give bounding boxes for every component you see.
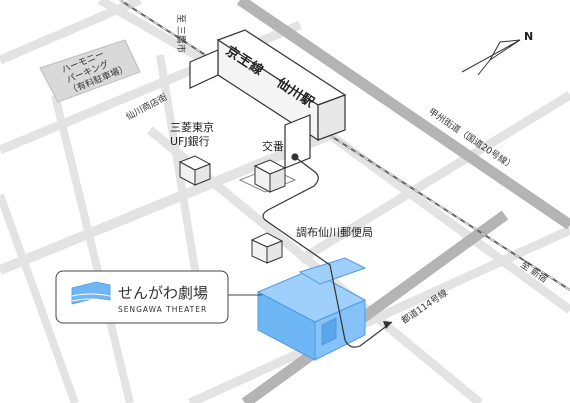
rail-line — [119, 0, 570, 291]
station-annex-south — [284, 114, 311, 169]
road — [0, 193, 79, 403]
north-arrow-icon: N — [461, 30, 533, 76]
station-building: 京王線 仙川駅 — [189, 29, 347, 169]
koban-building — [238, 159, 297, 193]
bank-label-line2: UFJ銀行 — [170, 134, 210, 148]
koban-label: 交番 — [262, 139, 284, 153]
theater-top-rear — [298, 257, 367, 285]
theater-entrance — [321, 317, 337, 346]
station-annex — [189, 49, 219, 89]
to-mitaka-label: 至 三鷹市 — [175, 14, 187, 53]
parking-area: ハーモニー パーキング （有料駐車場） — [39, 39, 141, 103]
bank-building — [178, 155, 212, 186]
road-koshu-kaido — [236, 0, 570, 230]
post-office-building — [250, 232, 284, 264]
theater-name-en: SENGAWA THEATER — [118, 305, 207, 314]
road — [0, 130, 332, 275]
road — [51, 94, 134, 403]
road — [297, 91, 570, 264]
walking-route — [262, 153, 393, 348]
theater-side — [314, 299, 366, 361]
small-buildings — [178, 155, 297, 264]
parking-block — [39, 39, 141, 103]
road-toto-114 — [241, 210, 509, 403]
route-path — [262, 156, 393, 348]
railway — [119, 0, 570, 291]
road — [327, 131, 570, 314]
north-label: N — [524, 30, 533, 43]
station-side — [317, 94, 346, 141]
theater-callout: せんがわ劇場 SENGAWA THEATER — [55, 270, 262, 324]
theater-name-ja: せんがわ劇場 — [118, 284, 208, 302]
post-office-label: 調布仙川郵便局 — [296, 225, 373, 239]
theater-logo-icon — [71, 281, 111, 305]
main-roads — [236, 0, 570, 403]
bank-label-line1: 三菱東京 — [170, 120, 214, 134]
route-arrowhead — [383, 321, 392, 329]
